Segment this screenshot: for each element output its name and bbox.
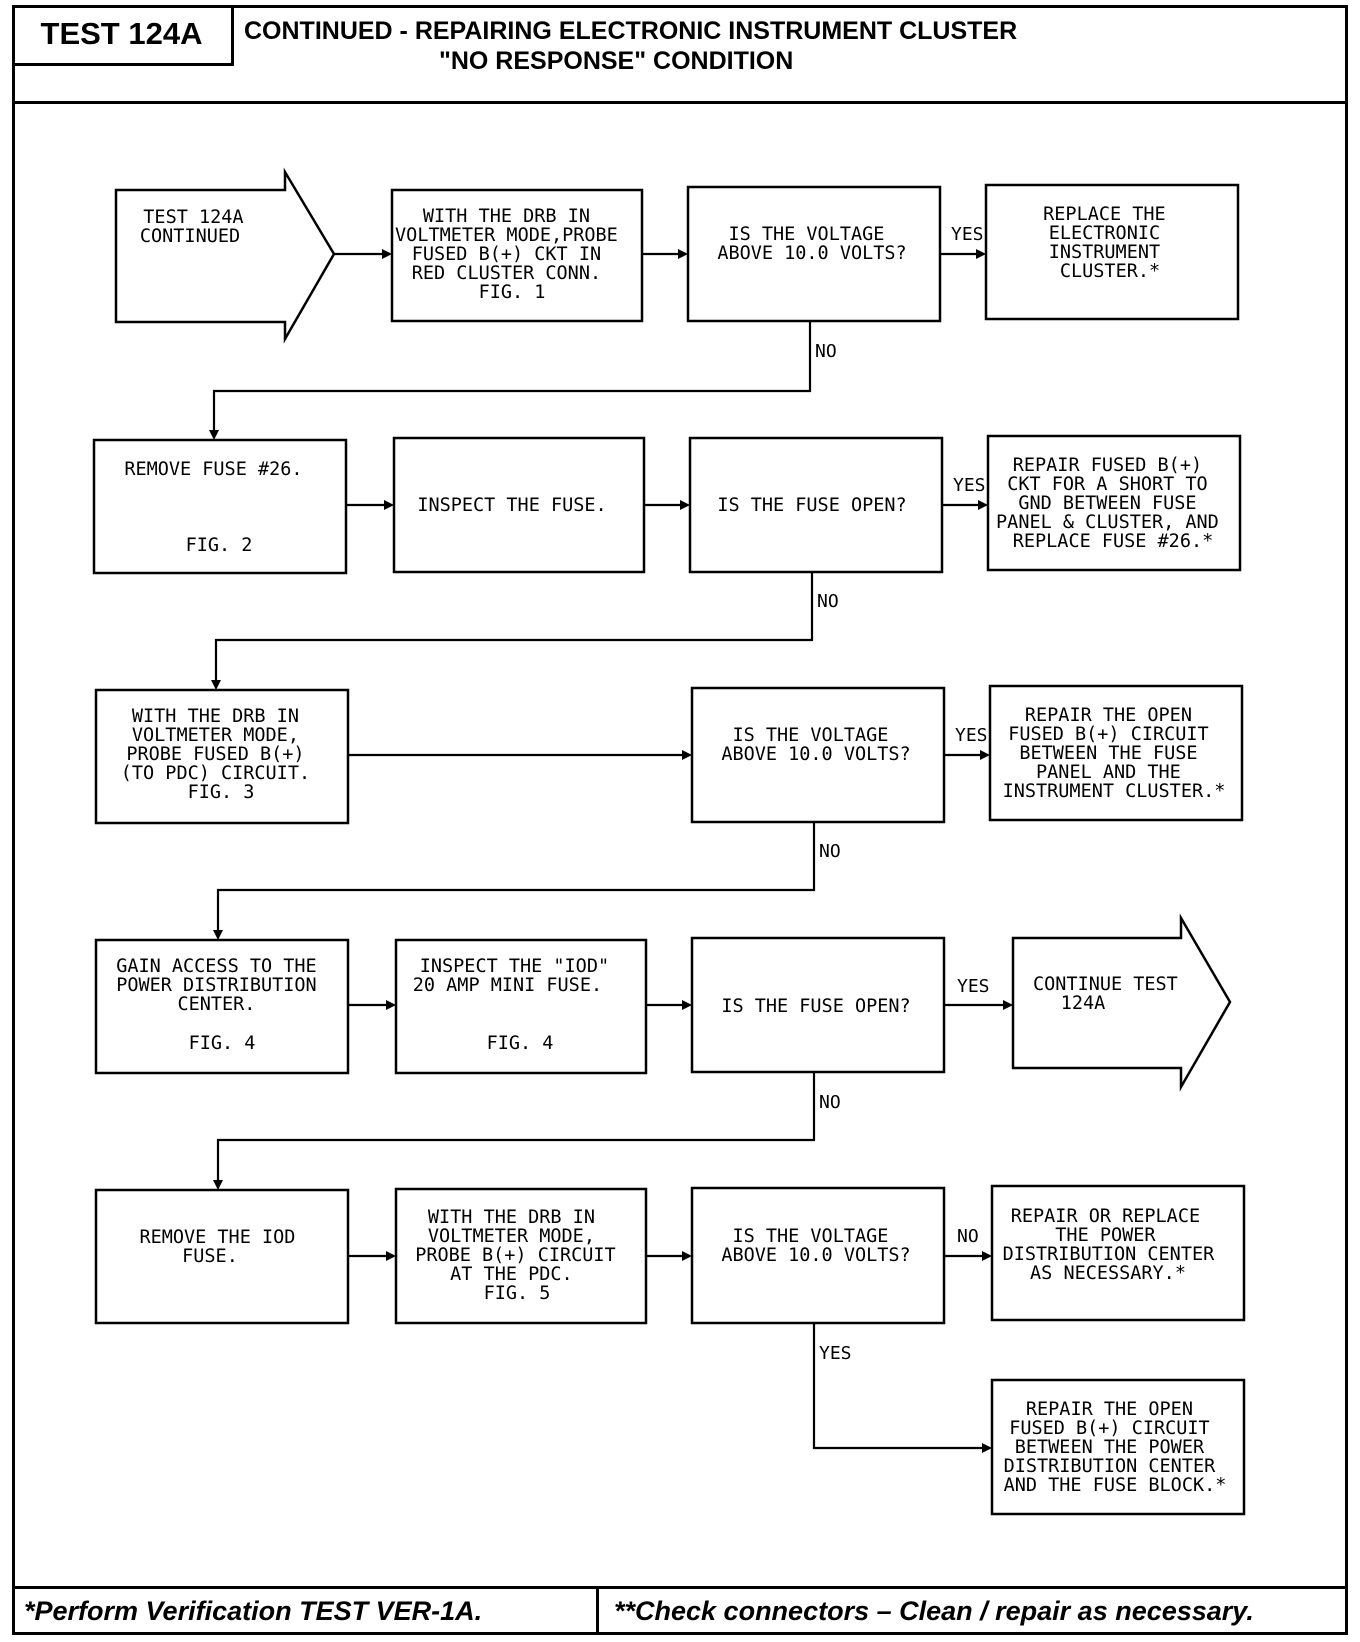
label-no-2: NO — [817, 591, 839, 612]
r1-decision-box — [686, 185, 942, 323]
arrowhead — [384, 500, 394, 510]
r3-result-box — [988, 684, 1244, 822]
title-line-1: CONTINUED - REPAIRING ELECTRONIC INSTRUM… — [244, 17, 1018, 45]
page-frame — [12, 5, 1348, 1635]
r4-access-box — [94, 938, 350, 1075]
r4-decision-box — [690, 936, 946, 1074]
r5-probe-text: WITH THE DRB IN VOLTMETER MODE, PROBE B(… — [415, 1207, 627, 1304]
connector-no-3 — [216, 822, 816, 932]
r2-remove-box — [92, 438, 348, 575]
box-texts: TEST 124A CONTINUED WITH THE DRB IN VOLT… — [116, 204, 1230, 1496]
page-title: CONTINUED - REPAIRING ELECTRONIC INSTRUM… — [244, 16, 1324, 76]
arrowhead — [1003, 1000, 1013, 1010]
arrowhead — [978, 500, 988, 510]
r4-continue-text: CONTINUE TEST 124A — [1033, 974, 1189, 1014]
arrowhead — [982, 1251, 992, 1261]
r1-entry-text: TEST 124A CONTINUED — [140, 207, 255, 247]
r1-probe-box — [390, 188, 644, 323]
entry-arrow-shape — [114, 167, 336, 344]
label-no-3: NO — [819, 841, 841, 862]
r4-inspect-text: INSPECT THE "IOD" 20 AMP MINI FUSE. FIG.… — [413, 956, 621, 1054]
arrowhead — [682, 1251, 692, 1261]
r3-decision-box — [690, 686, 946, 824]
footer-verification-note: *Perform Verification TEST VER-1A. — [24, 1595, 483, 1626]
label-yes-4: YES — [957, 976, 990, 997]
footer-connector-note: **Check connectors – Clean / repair as n… — [614, 1595, 1254, 1626]
r4-continue-arrow-shape — [1011, 913, 1232, 1092]
r4-inspect-box — [394, 938, 648, 1075]
arrowhead — [976, 249, 986, 259]
r1-result-box — [984, 183, 1240, 321]
r5-decision-box — [690, 1186, 946, 1325]
label-yes-3: YES — [955, 725, 988, 746]
arrowhead — [213, 1180, 223, 1190]
label-yes-1: YES — [951, 224, 984, 245]
r4-decision-text: IS THE FUSE OPEN? — [721, 996, 910, 1017]
footer-separator — [596, 1588, 599, 1632]
label-no-5: NO — [957, 1226, 979, 1247]
r2-result-box — [986, 434, 1242, 572]
connectors — [209, 249, 1013, 1453]
r2-remove-text: REMOVE FUSE #26. FIG. 2 — [124, 459, 313, 556]
footer-divider — [12, 1586, 1348, 1589]
r3-decision-text: IS THE VOLTAGE ABOVE 10.0 VOLTS? — [721, 725, 910, 765]
arrowhead — [209, 430, 219, 440]
shapes — [92, 167, 1246, 1516]
arrowhead — [211, 680, 221, 690]
r2-decision-text: IS THE FUSE OPEN? — [717, 495, 906, 516]
r3-probe-text: WITH THE DRB IN VOLTMETER MODE, PROBE FU… — [121, 706, 322, 803]
r4-access-text: GAIN ACCESS TO THE POWER DISTRIBUTION CE… — [116, 956, 328, 1054]
label-yes-5: YES — [819, 1343, 852, 1364]
header-divider — [12, 101, 1348, 104]
r2-inspect-box — [392, 436, 646, 574]
connector-no-1 — [212, 321, 812, 432]
r3-probe-box — [94, 688, 350, 825]
r3-result-text: REPAIR THE OPEN FUSED B(+) CIRCUIT BETWE… — [1003, 705, 1226, 802]
r5-remove-box — [94, 1188, 350, 1325]
arrowhead — [386, 1251, 396, 1261]
r5-probe-box — [394, 1187, 648, 1325]
r2-decision-box — [688, 436, 944, 574]
r5-no-result-text: REPAIR OR REPLACE THE POWER DISTRIBUTION… — [1003, 1206, 1226, 1284]
connector-no-2 — [214, 572, 814, 682]
arrowhead — [682, 750, 692, 760]
label-no-1: NO — [815, 341, 837, 362]
r5-decision-text: IS THE VOLTAGE ABOVE 10.0 VOLTS? — [721, 1226, 910, 1266]
arrowhead — [386, 1000, 396, 1010]
connector-yes-5 — [812, 1323, 984, 1450]
r1-result-text: REPLACE THE ELECTRONIC INSTRUMENT CLUSTE… — [1043, 204, 1177, 282]
connector-no-4 — [216, 1072, 816, 1182]
r5-no-result-box — [990, 1184, 1246, 1322]
branch-labels: YES NO YES NO YES NO YES NO NO YES — [815, 224, 990, 1364]
r5-yes-result-box — [990, 1378, 1246, 1516]
r1-decision-text: IS THE VOLTAGE ABOVE 10.0 VOLTS? — [717, 224, 906, 264]
test-id-tab: TEST 124A — [12, 5, 234, 66]
label-yes-2: YES — [953, 475, 986, 496]
label-no-4: NO — [819, 1092, 841, 1113]
r1-probe-text: WITH THE DRB IN VOLTMETER MODE,PROBE FUS… — [395, 206, 629, 303]
r5-remove-text: REMOVE THE IOD FUSE. — [139, 1227, 306, 1267]
arrowhead — [213, 930, 223, 940]
arrowhead — [682, 1000, 692, 1010]
r2-inspect-text: INSPECT THE FUSE. — [417, 495, 606, 516]
r2-result-text: REPAIR FUSED B(+) CKT FOR A SHORT TO GND… — [996, 455, 1230, 552]
arrowhead — [680, 500, 690, 510]
title-line-2: "NO RESPONSE" CONDITION — [439, 47, 794, 75]
arrowhead — [980, 750, 990, 760]
arrowhead — [678, 249, 688, 259]
arrowhead — [382, 249, 392, 259]
arrowhead — [982, 1443, 992, 1453]
r5-yes-result-text: REPAIR THE OPEN FUSED B(+) CIRCUIT BETWE… — [1004, 1399, 1227, 1496]
